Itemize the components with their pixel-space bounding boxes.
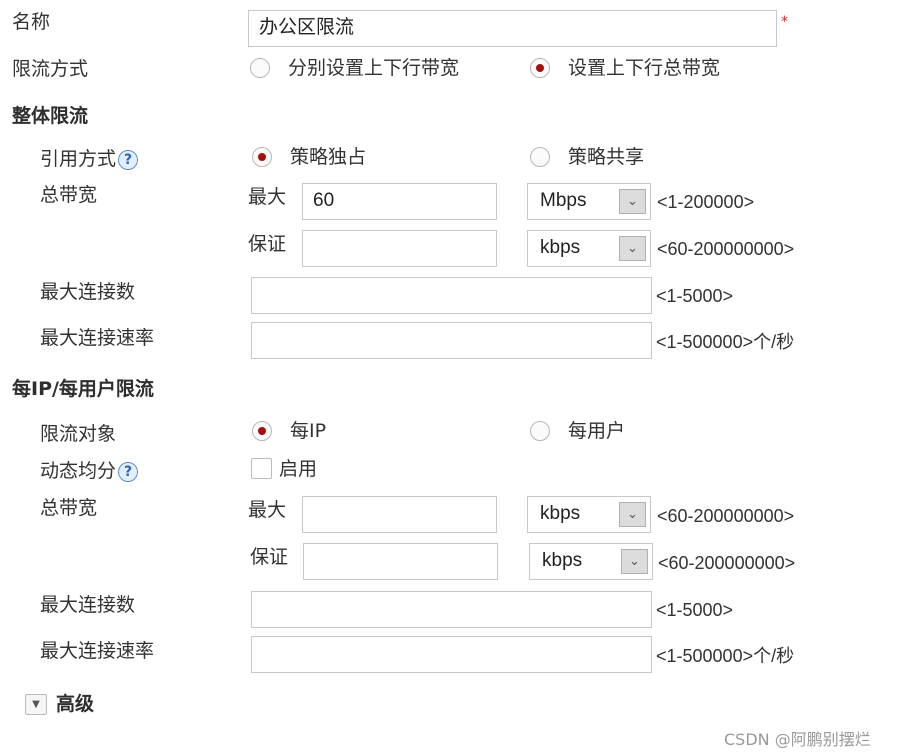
target-radio-ip[interactable]: [252, 421, 272, 441]
overall-max-rate-input[interactable]: [251, 322, 652, 359]
overall-max-rate-hint: <1-500000>个/秒: [656, 332, 795, 352]
overall-guar-unit-value: kbps: [540, 237, 581, 258]
per-bandwidth-label: 总带宽: [40, 497, 98, 519]
advanced-toggle[interactable]: 高级: [56, 693, 95, 715]
watermark: CSDN @阿鹏别摆烂: [724, 730, 871, 749]
ref-label: 引用方式?: [40, 147, 139, 171]
per-max-rate-input[interactable]: [251, 636, 652, 673]
per-guar-input[interactable]: [303, 543, 498, 580]
per-max-hint: <60-200000000>: [657, 506, 795, 526]
overall-max-conn-label: 最大连接数: [40, 281, 136, 303]
name-label: 名称: [12, 11, 51, 33]
target-option-user: 每用户: [568, 420, 626, 442]
overall-bandwidth-label: 总带宽: [40, 184, 98, 206]
mode-radio-total[interactable]: [530, 58, 550, 78]
per-max-conn-label: 最大连接数: [40, 594, 136, 616]
dynamic-checkbox-label: 启用: [279, 458, 318, 480]
per-max-label: 最大: [248, 499, 287, 521]
chevron-down-icon[interactable]: ⌄: [619, 236, 646, 261]
overall-max-conn-hint: <1-5000>: [656, 286, 734, 306]
per-max-input[interactable]: [302, 496, 497, 533]
chevron-down-icon[interactable]: ⌄: [621, 549, 648, 574]
per-max-rate-hint: <1-500000>个/秒: [656, 646, 795, 666]
name-input[interactable]: 办公区限流: [248, 10, 777, 47]
overall-max-rate-label: 最大连接速率: [40, 327, 155, 349]
per-max-unit-value: kbps: [540, 503, 581, 524]
per-max-unit-select[interactable]: kbps ⌄: [527, 496, 651, 533]
per-guar-unit-value: kbps: [542, 550, 583, 571]
overall-max-unit-select[interactable]: Mbps ⌄: [527, 183, 651, 220]
per-section-title: 每IP/每用户限流: [12, 378, 154, 400]
ref-option-shared: 策略共享: [568, 146, 645, 168]
overall-guar-label: 保证: [248, 233, 287, 255]
chevron-down-icon[interactable]: ⌄: [619, 502, 646, 527]
overall-max-label: 最大: [248, 186, 287, 208]
target-option-ip: 每IP: [290, 420, 327, 442]
overall-max-unit-value: Mbps: [540, 190, 587, 211]
chevron-down-icon[interactable]: ⌄: [619, 189, 646, 214]
per-guar-label: 保证: [250, 546, 289, 568]
overall-max-hint: <1-200000>: [657, 192, 755, 212]
target-radio-user[interactable]: [530, 421, 550, 441]
expand-triangle-icon[interactable]: ▼: [25, 694, 47, 715]
ref-radio-exclusive[interactable]: [252, 147, 272, 167]
ref-label-text: 引用方式: [40, 148, 117, 170]
help-icon[interactable]: ?: [118, 149, 139, 170]
overall-max-conn-input[interactable]: [251, 277, 652, 314]
dynamic-checkbox[interactable]: [251, 458, 272, 479]
per-guar-hint: <60-200000000>: [658, 553, 796, 573]
required-mark: *: [781, 14, 788, 30]
per-guar-unit-select[interactable]: kbps ⌄: [529, 543, 653, 580]
ref-radio-shared[interactable]: [530, 147, 550, 167]
dynamic-label-text: 动态均分: [40, 460, 117, 482]
target-label: 限流对象: [40, 423, 117, 445]
ref-option-exclusive: 策略独占: [290, 146, 367, 168]
per-max-rate-label: 最大连接速率: [40, 640, 155, 662]
overall-max-input[interactable]: 60: [302, 183, 497, 220]
per-max-conn-hint: <1-5000>: [656, 600, 734, 620]
mode-radio-separate[interactable]: [250, 58, 270, 78]
mode-option-separate: 分别设置上下行带宽: [288, 57, 460, 79]
help-icon[interactable]: ?: [118, 461, 139, 482]
overall-section-title: 整体限流: [12, 105, 89, 127]
overall-guar-unit-select[interactable]: kbps ⌄: [527, 230, 651, 267]
mode-label: 限流方式: [12, 58, 89, 80]
dynamic-label: 动态均分?: [40, 459, 139, 483]
per-max-conn-input[interactable]: [251, 591, 652, 628]
overall-guar-hint: <60-200000000>: [657, 239, 795, 259]
mode-option-total: 设置上下行总带宽: [568, 57, 721, 79]
overall-guar-input[interactable]: [302, 230, 497, 267]
